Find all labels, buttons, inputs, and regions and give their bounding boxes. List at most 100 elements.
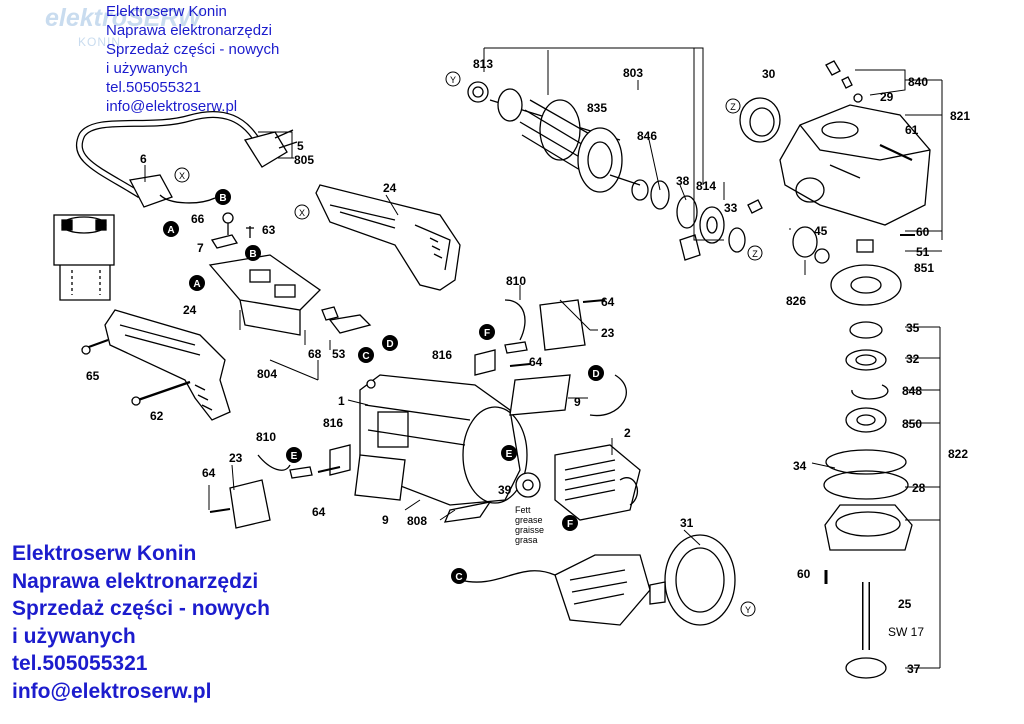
label-821: 821	[950, 109, 970, 123]
marker-B: B	[215, 189, 231, 205]
label-33: 33	[724, 201, 738, 215]
leader-lines	[144, 47, 943, 669]
cable-assembly	[75, 111, 298, 208]
svg-text:Z: Z	[730, 102, 736, 112]
svg-text:F: F	[567, 519, 573, 530]
svg-text:B: B	[219, 193, 226, 204]
label-60: 60	[916, 225, 930, 239]
label-29: 29	[880, 90, 894, 104]
svg-text:C: C	[362, 351, 369, 362]
label-sw17: SW 17	[888, 625, 924, 639]
label-23: 23	[601, 326, 615, 340]
label-66: 66	[191, 212, 205, 226]
washer-846	[650, 180, 670, 210]
marker-Y: Y	[445, 71, 461, 87]
bottom-advert-email: info@elektroserw.pl	[12, 679, 212, 703]
cover-23a	[539, 299, 586, 351]
switch-assembly	[208, 254, 372, 336]
svg-text:E: E	[506, 449, 513, 460]
svg-text:Y: Y	[745, 605, 751, 615]
marker-C: C	[358, 347, 374, 363]
label-6: 6	[140, 152, 147, 166]
brush-holder-816b	[329, 444, 351, 476]
marker-C: C	[451, 568, 467, 584]
svg-text:Y: Y	[450, 75, 456, 85]
label-37: 37	[907, 662, 921, 676]
label-803: 803	[623, 66, 643, 80]
cover-9a	[509, 374, 571, 416]
screw-61	[879, 144, 913, 161]
label-5: 5	[297, 139, 304, 153]
marker-D: D	[588, 365, 604, 381]
marker-D: D	[382, 335, 398, 351]
marker-F: F	[562, 515, 578, 531]
label-62: 62	[150, 409, 164, 423]
brush-holder-816a	[474, 349, 496, 376]
label-64: 64	[312, 505, 326, 519]
label-848: 848	[902, 384, 922, 398]
label-9: 9	[382, 513, 389, 527]
label-35: 35	[906, 321, 920, 335]
svg-text:A: A	[167, 225, 174, 236]
top-advert-line: tel.505055321	[106, 79, 202, 96]
label-64: 64	[202, 466, 216, 480]
bearing-814	[699, 206, 725, 244]
pinion-33	[728, 227, 746, 253]
label-64: 64	[529, 355, 543, 369]
marker-Y: Y	[740, 601, 756, 617]
grease-note: Fett grease graisse grasa	[515, 505, 544, 545]
marker-Z: Z	[747, 245, 763, 261]
label-835: 835	[587, 101, 607, 115]
label-63: 63	[262, 223, 276, 237]
gear-housing	[779, 104, 931, 226]
label-68: 68	[308, 347, 322, 361]
grease-note-line: grasa	[515, 535, 538, 545]
armature	[489, 88, 641, 193]
screw-65-head	[81, 345, 91, 355]
marker-E: E	[286, 447, 302, 463]
label-25: 25	[898, 597, 912, 611]
label-805: 805	[294, 153, 314, 167]
label-30: 30	[762, 67, 776, 81]
pinion-826	[792, 226, 818, 258]
grease-note-line: grease	[515, 515, 543, 525]
svg-text:Z: Z	[752, 249, 758, 259]
label-60: 60	[797, 567, 811, 581]
label-51: 51	[916, 245, 930, 259]
label-65: 65	[86, 369, 100, 383]
spindle-stack	[823, 321, 913, 679]
svg-text:D: D	[592, 369, 599, 380]
label-38: 38	[676, 174, 690, 188]
bevel-gear-851	[830, 264, 902, 306]
label-23: 23	[229, 451, 243, 465]
label-45: 45	[814, 224, 828, 238]
label-810: 810	[506, 274, 526, 288]
label-846: 846	[637, 129, 657, 143]
marker-A: A	[163, 221, 179, 237]
label-61: 61	[905, 123, 919, 137]
label-2: 2	[624, 426, 631, 440]
screw-62	[137, 380, 191, 402]
svg-text:A: A	[193, 279, 200, 290]
label-826: 826	[786, 294, 806, 308]
top-advert-line: i używanych	[106, 60, 188, 77]
label-53: 53	[332, 347, 346, 361]
cover-9b	[354, 454, 406, 501]
marker-E: E	[501, 445, 517, 461]
watermark-brand: elektroSERW	[45, 4, 202, 32]
brush-part	[679, 234, 701, 261]
svg-text:E: E	[291, 451, 298, 462]
wiring-schematic	[53, 214, 115, 301]
label-810: 810	[256, 430, 276, 444]
label-840: 840	[908, 75, 928, 89]
label-28: 28	[912, 481, 926, 495]
fan-39	[515, 472, 541, 498]
top-advert-line: Sprzedaż części - nowych	[106, 41, 280, 58]
ring-30	[739, 97, 781, 143]
bottom-advert: Elektroserw Konin Naprawa elektronarzędz…	[12, 540, 270, 705]
bearing-813	[467, 81, 489, 103]
label-816: 816	[323, 416, 343, 430]
label-9: 9	[574, 395, 581, 409]
clip-7	[210, 234, 239, 249]
